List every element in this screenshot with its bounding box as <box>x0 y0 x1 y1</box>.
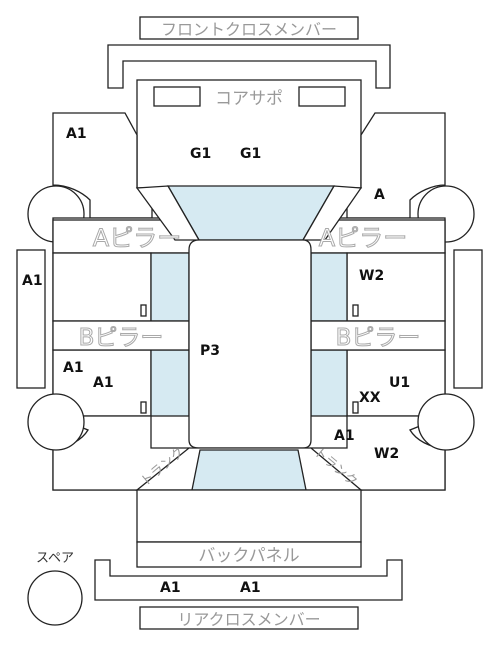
right-rear-door-handle-icon <box>352 401 359 414</box>
left-front-door[interactable] <box>52 252 152 322</box>
a-pillar-left-label: Aピラー <box>93 224 181 252</box>
left-rocker-panel[interactable] <box>16 249 46 389</box>
mark-left-rear-door-2: A1 <box>93 375 114 391</box>
rear-bumper[interactable] <box>94 559 403 601</box>
b-pillar-left-strip <box>52 320 190 351</box>
a-pillar-right-label: Aピラー <box>319 224 407 252</box>
mark-core-g1-left: G1 <box>190 146 211 162</box>
rear-left-wheel[interactable] <box>27 393 85 451</box>
rear-right-wheel[interactable] <box>417 393 475 451</box>
mark-core-g1-right: G1 <box>240 146 261 162</box>
rear-body-panel[interactable] <box>136 489 362 543</box>
core-support-left-block <box>153 86 201 107</box>
left-front-door-handle-icon <box>140 304 147 317</box>
mark-front-right-fender: A <box>374 187 385 203</box>
back-panel-label: バックパネル <box>198 546 299 566</box>
spare-tire[interactable] <box>27 570 83 626</box>
right-front-window[interactable] <box>310 252 348 322</box>
right-rear-window[interactable] <box>310 349 348 417</box>
mark-rear-left: A1 <box>160 580 181 596</box>
left-rear-door-handle-icon <box>140 401 147 414</box>
mark-right-rear-door-xx: XX <box>359 390 381 406</box>
left-rear-window[interactable] <box>150 349 190 417</box>
core-support-label: コアサポ <box>215 89 283 109</box>
mark-right-rear-fender-w2: W2 <box>374 446 399 462</box>
back-panel[interactable] <box>136 541 362 568</box>
rear-cross-member-label: リアクロスメンバー <box>177 610 320 629</box>
mark-right-front-door: W2 <box>359 268 384 284</box>
b-pillar-right-strip <box>310 320 446 351</box>
mark-left-rear-door-1: A1 <box>63 360 84 376</box>
rear-cross-member-box <box>139 606 359 630</box>
mark-rear-right: A1 <box>240 580 261 596</box>
mark-left-rocker: A1 <box>22 273 43 289</box>
mark-roof: P3 <box>200 343 220 359</box>
mark-front-left-fender: A1 <box>66 126 87 142</box>
mark-right-rear-fender-a1: A1 <box>334 428 355 444</box>
mark-right-rear-door-u1: U1 <box>389 375 410 391</box>
front-cross-member-label: フロントクロスメンバー <box>161 20 337 39</box>
right-front-door[interactable] <box>346 252 446 322</box>
left-front-window[interactable] <box>150 252 190 322</box>
front-cross-member-box <box>139 16 359 40</box>
right-rocker-panel[interactable] <box>453 249 483 389</box>
spare-label: スペア <box>36 551 74 566</box>
front-bumper[interactable] <box>107 44 391 89</box>
core-support-right-block <box>298 86 346 107</box>
right-front-door-handle-icon <box>352 304 359 317</box>
b-pillar-right-label: Bピラー <box>336 325 421 351</box>
b-pillar-left-label: Bピラー <box>79 325 164 351</box>
rear-window[interactable] <box>191 449 307 491</box>
